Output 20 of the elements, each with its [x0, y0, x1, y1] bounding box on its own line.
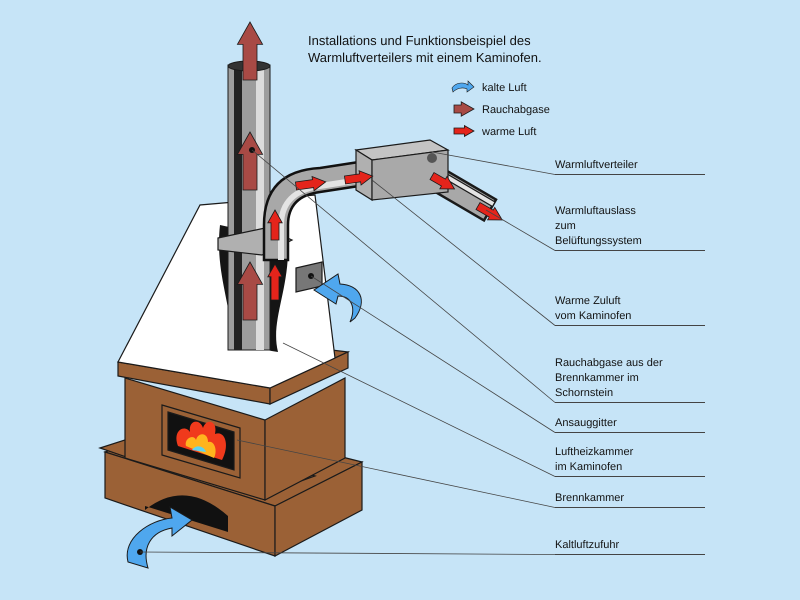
leader-line [140, 552, 556, 555]
callout-label: Warmluftverteiler [555, 158, 705, 175]
callout-label: Warme Zuluft vom Kaminofen [555, 294, 705, 326]
legend-label: Rauchabgase [482, 104, 550, 116]
callout-label: Brennkammer [555, 491, 705, 508]
legend-label: kalte Luft [482, 82, 527, 94]
leader-line [282, 342, 556, 477]
callout-label: Rauchabgase aus der Brennkammer im Schornstein [555, 356, 705, 403]
diagram-title: Installations und Funktionsbeispiel des Warmluftverteilers mit einem Kaminofen. [308, 32, 543, 66]
leader-line [236, 440, 556, 508]
leader-line [486, 210, 556, 251]
leader-line [252, 150, 556, 403]
callout-label: Kaltluftzufuhr [555, 538, 705, 555]
leader-line [432, 152, 556, 175]
legend-label: warme Luft [482, 126, 536, 138]
callout-label: Ansauggitter [555, 416, 705, 433]
callout-label: Warmluftauslass zum Belüftungssystem [555, 204, 705, 251]
callout-label: Luftheizkammer im Kaminofen [555, 445, 705, 477]
leader-line [372, 180, 556, 326]
leader-line [310, 276, 556, 433]
